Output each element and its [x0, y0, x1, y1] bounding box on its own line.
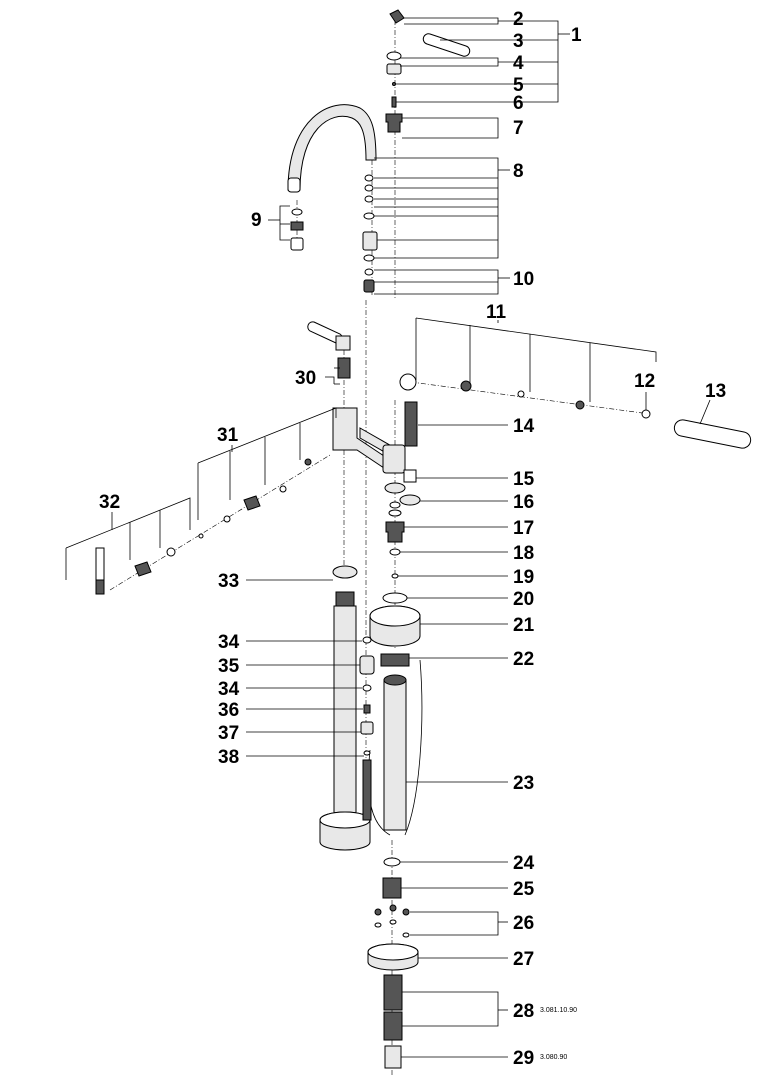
callout-34-top: 34 — [218, 632, 240, 653]
callout-19: 19 — [513, 567, 534, 588]
callout-16: 16 — [513, 492, 534, 513]
code-28: 3.081.10.90 — [540, 1007, 577, 1014]
callout-17: 17 — [513, 518, 534, 539]
callout-11: 11 — [486, 302, 507, 323]
cartridge-stack — [368, 469, 423, 836]
callout-8: 8 — [513, 161, 524, 182]
callout-20: 20 — [513, 589, 534, 610]
left-column — [319, 565, 375, 851]
callout-24: 24 — [513, 853, 535, 874]
callout-21: 21 — [513, 615, 535, 636]
callout-26: 26 — [513, 913, 534, 934]
callout-34-bottom: 34 — [218, 679, 240, 700]
floor-mount — [367, 857, 419, 1069]
callout-12: 12 — [634, 371, 655, 392]
callout-13: 13 — [705, 381, 726, 402]
callout-37: 37 — [218, 723, 239, 744]
callout-14: 14 — [513, 416, 535, 437]
callout-22: 22 — [513, 649, 534, 670]
callout-25: 25 — [513, 879, 535, 900]
callout-6: 6 — [513, 93, 524, 114]
callout-23: 23 — [513, 773, 534, 794]
leader-lines — [65, 17, 711, 1058]
callout-32: 32 — [99, 492, 120, 513]
callout-15: 15 — [513, 469, 535, 490]
callout-3: 3 — [513, 31, 524, 52]
callout-31: 31 — [217, 425, 239, 446]
callout-labels: 1 2 3 4 5 6 7 8 9 10 11 12 13 14 15 16 1… — [99, 9, 726, 1069]
callout-29: 29 — [513, 1048, 534, 1069]
callout-2: 2 — [513, 9, 524, 30]
callout-18: 18 — [513, 543, 534, 564]
callout-27: 27 — [513, 949, 534, 970]
callout-9: 9 — [251, 210, 262, 231]
code-29: 3.080.90 — [540, 1054, 567, 1061]
callout-4: 4 — [513, 53, 524, 74]
callout-28: 28 — [513, 1001, 534, 1022]
callout-10: 10 — [513, 269, 534, 290]
callout-1: 1 — [571, 25, 582, 46]
callout-7: 7 — [513, 118, 524, 139]
callout-38: 38 — [218, 747, 239, 768]
callout-30: 30 — [295, 368, 316, 389]
callout-33: 33 — [218, 571, 239, 592]
mixer-body — [95, 321, 752, 595]
callout-5: 5 — [513, 75, 524, 96]
callout-36: 36 — [218, 700, 239, 721]
callout-35: 35 — [218, 656, 240, 677]
spout-assembly — [287, 9, 471, 293]
